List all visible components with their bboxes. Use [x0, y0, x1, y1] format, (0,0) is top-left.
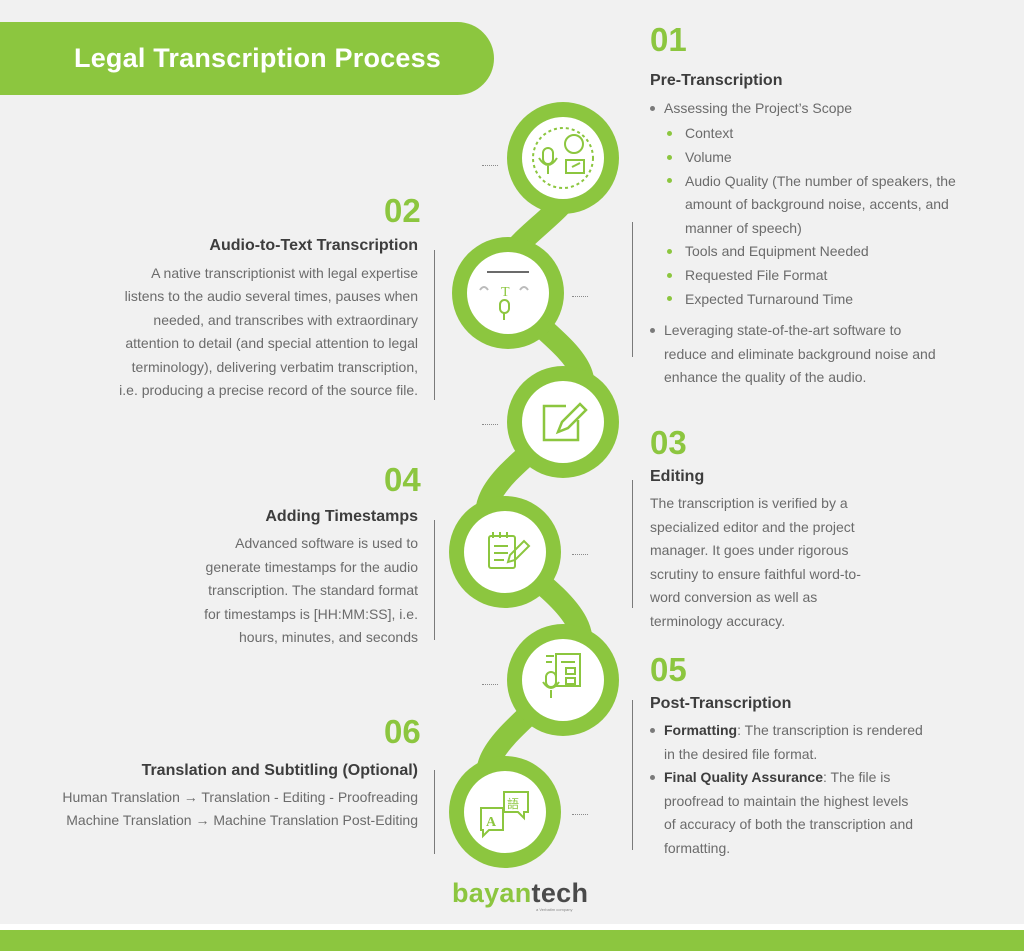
step-01-sub-item: Expected Turnaround Time — [685, 291, 854, 307]
connector-03 — [482, 424, 498, 425]
step-05-item: Final Quality Assurance: The file is — [664, 769, 891, 785]
step-05-item-cont: proofread to maintain the highest levels — [664, 793, 909, 809]
step-02-line: listens to the audio several times, paus… — [124, 288, 418, 304]
step-05-item-cont: formatting. — [664, 840, 731, 856]
step-04-line: for timestamps is [HH:MM:SS], i.e. — [204, 606, 418, 622]
step-05-item-cont: of accuracy of both the transcription an… — [664, 816, 914, 832]
step-02-number: 02 — [384, 192, 421, 229]
step-02-line: terminology), delivering verbatim transc… — [131, 359, 418, 375]
step-04-number: 04 — [384, 461, 421, 498]
step-05-number: 05 — [650, 651, 687, 688]
svg-text:T: T — [501, 285, 510, 300]
step-02-line: A native transcriptionist with legal exp… — [151, 265, 418, 281]
audio-to-text-icon: T — [479, 271, 529, 320]
step-04-line: hours, minutes, and seconds — [239, 629, 418, 645]
step-06-heading: Translation and Subtitling (Optional) — [141, 762, 418, 779]
step-04-line: transcription. The standard format — [208, 582, 418, 598]
step-01-bullet: enhance the quality of the audio. — [664, 369, 867, 385]
step-01-sub-item: manner of speech) — [685, 220, 802, 236]
step-03-heading: Editing — [650, 468, 705, 485]
step-02-line: attention to detail (and special attenti… — [125, 335, 418, 351]
bottom-separator — [0, 924, 1024, 930]
step-01-heading: Pre-Transcription — [650, 72, 783, 89]
step-05-heading: Post-Transcription — [650, 695, 792, 712]
divider-02 — [434, 250, 435, 400]
svg-text:語: 語 — [507, 796, 519, 811]
step-01-bullet: Leveraging state-of-the-art software to — [664, 322, 902, 338]
logo-subtitle: a Verbatim company — [536, 907, 573, 912]
step-03-line: word conversion as well as — [650, 589, 818, 605]
connector-02 — [572, 296, 588, 297]
divider-01 — [632, 222, 633, 357]
step-01-sub-item: Tools and Equipment Needed — [685, 243, 869, 259]
connector-01 — [482, 165, 498, 166]
connector-04 — [572, 554, 588, 555]
step-04-heading: Adding Timestamps — [265, 508, 418, 525]
step-04-line: Advanced software is used to — [235, 535, 418, 551]
notepad-pencil-icon — [488, 532, 531, 569]
edit-pencil-icon — [542, 402, 588, 442]
bayantech-logo: bayantech — [452, 878, 589, 908]
step-02-heading: Audio-to-Text Transcription — [209, 237, 418, 254]
title-banner — [0, 22, 494, 95]
translation-icon: A 語 — [480, 791, 529, 839]
page-title: Legal Transcription Process — [74, 43, 442, 73]
step-06-line: Machine Translation → Machine Translatio… — [66, 812, 418, 828]
step-01-sub-item: Context — [685, 125, 734, 141]
divider-05 — [632, 700, 633, 850]
connector-05 — [482, 684, 498, 685]
divider-03 — [632, 480, 633, 608]
divider-06 — [434, 770, 435, 854]
step-05-item: Formatting: The transcription is rendere… — [664, 722, 923, 738]
step-01-sub-item: Audio Quality (The number of speakers, t… — [685, 173, 956, 189]
step-02-line: i.e. producing a precise record of the s… — [119, 382, 418, 398]
step-05-item-cont: in the desired file format. — [664, 746, 818, 762]
step-03-line: manager. It goes under rigorous — [650, 542, 849, 558]
step-06-number: 06 — [384, 713, 421, 750]
step-01-sub-item: amount of background noise, accents, and — [685, 196, 949, 212]
step-03-line: The transcription is verified by a — [650, 495, 848, 511]
step-06-line: Human Translation → Translation - Editin… — [62, 789, 418, 805]
document-microphone-icon — [542, 653, 581, 698]
step-01-bullet: reduce and eliminate background noise an… — [664, 346, 936, 362]
step-01-number: 01 — [650, 21, 687, 58]
step-01-sub-item: Volume — [685, 149, 732, 165]
step-03-line: scrutiny to ensure faithful word-to- — [650, 566, 861, 582]
step-04-line: generate timestamps for the audio — [205, 559, 418, 575]
svg-text:A: A — [486, 815, 497, 830]
step-03-line: terminology accuracy. — [650, 613, 786, 629]
divider-04 — [434, 520, 435, 640]
step-02-line: needed, and transcribes with extraordina… — [153, 312, 418, 328]
bottom-band — [0, 930, 1024, 951]
step-01-sub-item: Requested File Format — [685, 267, 828, 283]
step-01-bullet: Assessing the Project’s Scope — [664, 100, 853, 116]
microphone-speech-icon — [532, 127, 594, 189]
connector-06 — [572, 814, 588, 815]
step-03-number: 03 — [650, 424, 687, 461]
step-03-line: specialized editor and the project — [650, 519, 855, 535]
